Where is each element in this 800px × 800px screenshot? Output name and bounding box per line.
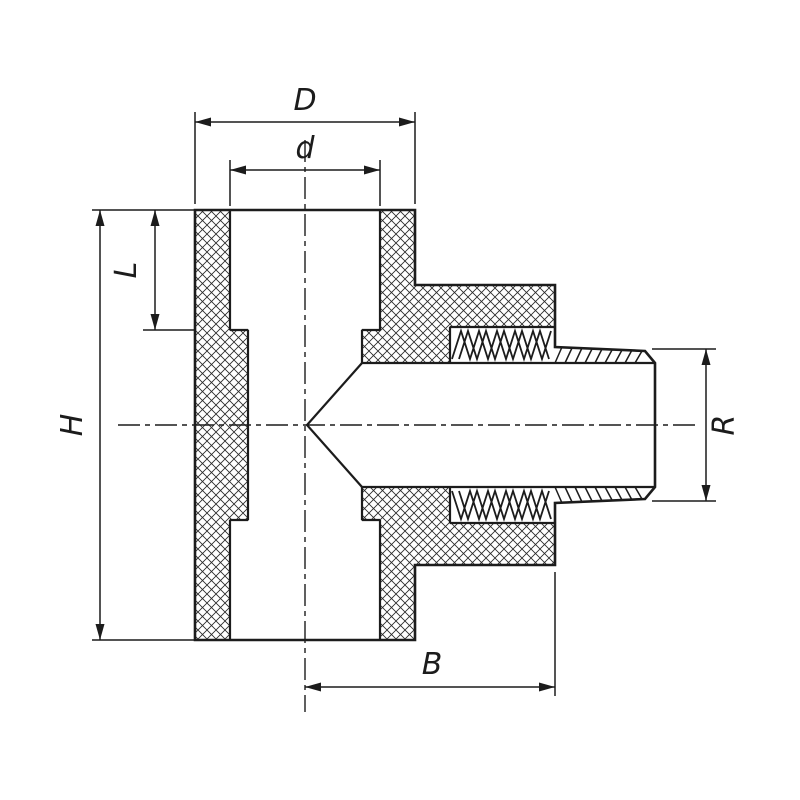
arrowhead-bottom [701,485,711,501]
dimension-label-R: R [707,415,742,436]
arrowhead-left [230,165,246,175]
arrowhead-top [701,349,711,365]
dimension-label-B: B [422,647,443,682]
insert-thread-bottom [451,488,552,522]
arrowhead-bottom [95,624,105,640]
center-lines [118,140,700,712]
dimension-B: B [305,572,556,696]
dimension-R: R [652,348,742,502]
arrowhead-bottom [150,314,160,330]
dimension-D: D [194,83,416,204]
inner-bore-lines [228,210,655,640]
arrowhead-right [364,165,380,175]
dimension-H: H [55,209,196,641]
male-thread-lines [554,346,643,504]
arrowhead-top [95,210,105,226]
arrowhead-top [150,210,160,226]
insert-thread-zigzag [451,488,552,522]
arrowhead-right [539,682,555,692]
dimension-label-H: H [55,414,90,437]
dimension-label-L: L [109,262,144,279]
bore-cone-transition [305,362,363,488]
dimension-L: L [109,210,196,331]
dimension-label-D: D [293,83,316,118]
arrowhead-right [399,117,415,127]
extension-line [92,209,196,641]
extension-line [194,112,416,204]
dimension-d: d [229,131,381,206]
arrowhead-left [305,682,321,692]
insert-thread-top [451,328,552,362]
dimension-label-d: d [295,131,315,166]
insert-thread-zigzag [458,488,550,522]
extension-line [229,160,381,206]
insert-thread-zigzag [451,328,552,362]
arrowhead-left [195,117,211,127]
insert-thread-zigzag [458,328,550,362]
